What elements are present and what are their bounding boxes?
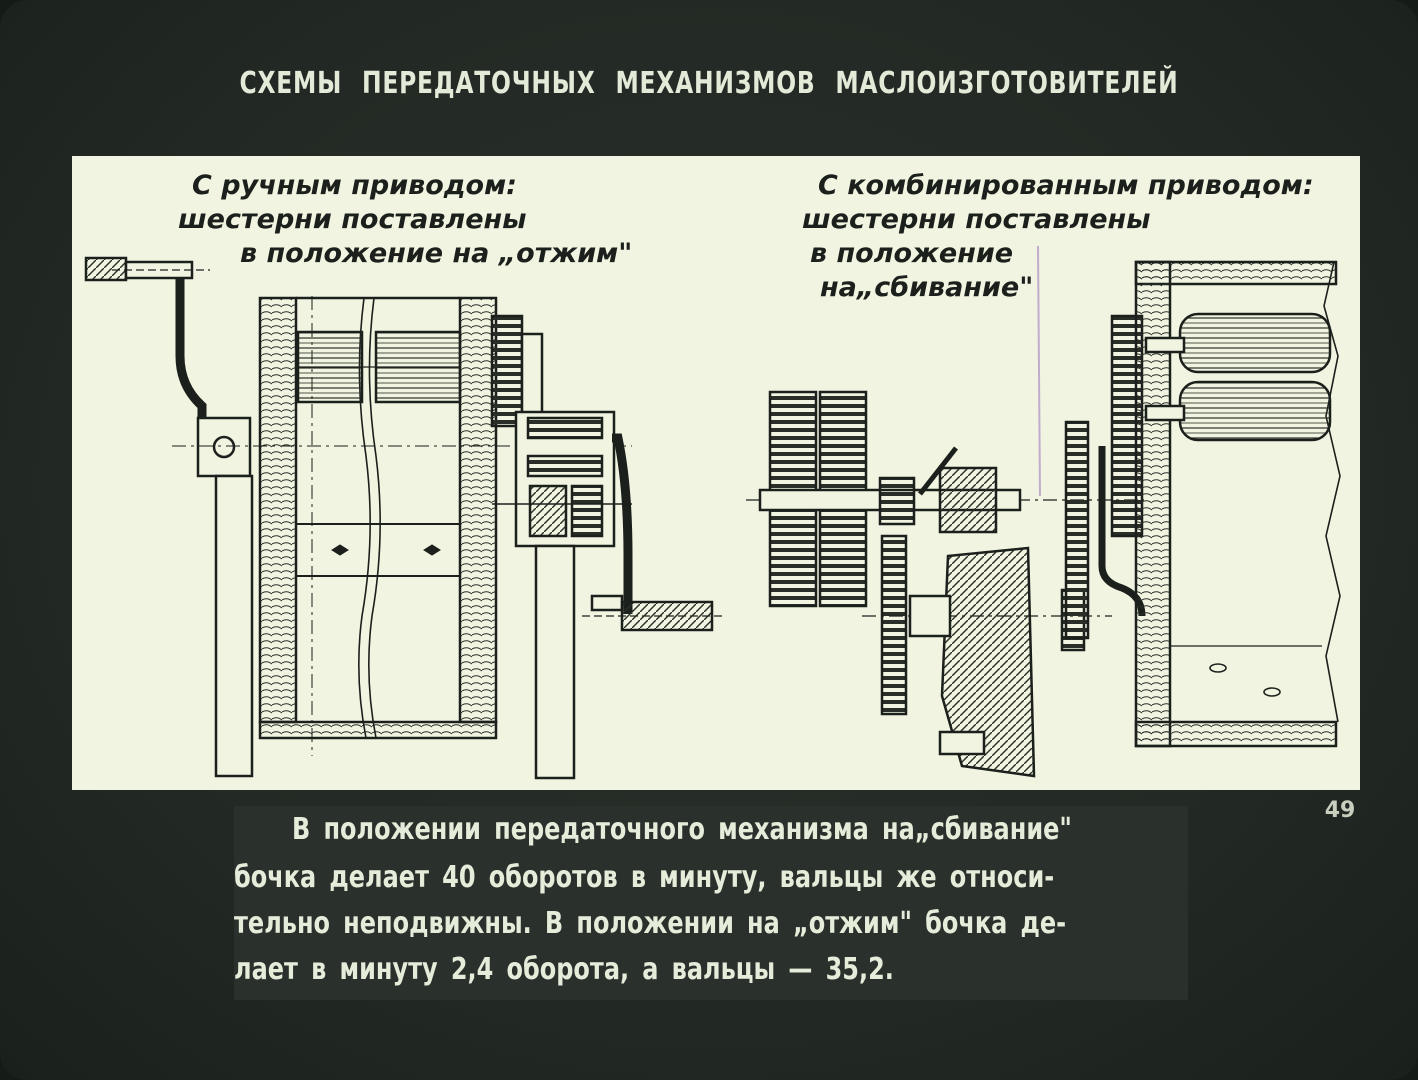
right-caption-line1: С комбинированным приводом: (818, 170, 1314, 201)
description-line1: В положении передаточного механизма на„с… (292, 812, 1072, 847)
hand-drive-mechanism (84, 256, 722, 780)
right-caption-line3: в положение (810, 238, 1013, 269)
description-box: В положении передаточного механизма на„с… (234, 806, 1188, 1000)
stain-mark (1037, 245, 1041, 497)
slide-number: 49 (1324, 798, 1356, 823)
diagram-panel: С ручным приводом: шестерни поставлены в… (72, 156, 1360, 790)
left-caption: С ручным приводом: шестерни поставлены в… (178, 170, 632, 269)
description-line4: лает в минуту 2,4 оборота, а вальцы — 35… (234, 952, 894, 987)
mechanism-diagram: С ручным приводом: шестерни поставлены в… (84, 170, 1341, 780)
right-caption: С комбинированным приводом: шестерни пос… (802, 170, 1314, 303)
left-caption-line1: С ручным приводом: (192, 170, 517, 201)
slide-title: СХЕМЫ ПЕРЕДАТОЧНЫХ МЕХАНИЗМОВ МАСЛОИЗГОТ… (239, 66, 1179, 101)
right-caption-line2: шестерни поставлены (802, 204, 1151, 235)
left-caption-line3: в положение на „отжим" (240, 238, 632, 269)
combined-drive-mechanism (746, 260, 1341, 778)
description-line2: бочка делает 40 оборотов в минуту, вальц… (234, 860, 1055, 895)
right-caption-line4: на„сбивание" (820, 272, 1033, 303)
left-caption-line2: шестерни поставлены (178, 204, 527, 235)
description-line3: тельно неподвижны. В положении на „отжим… (234, 906, 1067, 941)
